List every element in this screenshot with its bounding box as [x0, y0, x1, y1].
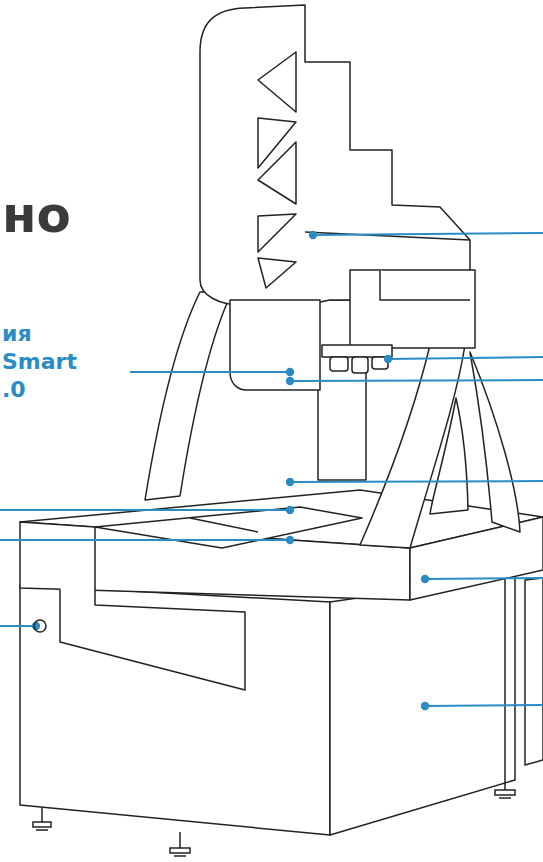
leader-lines-part — [287, 378, 293, 384]
power-button — [34, 620, 46, 632]
machine-head-part — [258, 258, 296, 288]
leader-lines-part — [290, 380, 543, 381]
table-slab-part — [60, 527, 245, 690]
leader-lines-part — [287, 479, 293, 485]
machine-head-part — [350, 270, 475, 348]
caption-fragment: Smart — [2, 350, 77, 374]
power-button-part — [34, 620, 46, 632]
machine-head-part — [322, 345, 392, 357]
machine-head-part — [380, 270, 470, 300]
leader-lines-part — [0, 509, 290, 511]
table-slab-part — [190, 518, 258, 532]
leader-lines-part — [422, 703, 428, 709]
leader-lines — [0, 232, 543, 709]
machine-head-part — [258, 142, 296, 204]
leader-lines-part — [130, 371, 290, 373]
cabinet-part — [504, 578, 506, 783]
leader-lines-part — [313, 233, 543, 235]
leader-lines-part — [310, 232, 316, 238]
leader-lines-part — [388, 357, 543, 359]
table-slab-part — [410, 517, 543, 600]
leader-lines-part — [422, 576, 428, 582]
caption-fragment: ия — [2, 322, 32, 346]
heading-fragment: но — [2, 190, 71, 240]
caption-fragment: .0 — [2, 378, 26, 402]
machine-column-part — [145, 292, 232, 500]
cabinet-part — [525, 578, 543, 765]
machine-feet-part — [170, 832, 190, 856]
leader-lines-part — [0, 625, 36, 627]
machine-head-part — [258, 214, 296, 252]
table-slab — [20, 490, 543, 690]
machine-column-part — [430, 398, 468, 514]
machine-head-part — [230, 300, 320, 390]
leader-lines-part — [425, 705, 543, 706]
leader-lines-part — [287, 369, 293, 375]
leader-lines-part — [385, 356, 391, 362]
table-slab-part — [95, 507, 362, 548]
machine-head-part — [200, 5, 470, 305]
leader-lines-part — [0, 539, 290, 541]
machine-head-part — [258, 52, 296, 112]
leader-lines-part — [425, 578, 543, 579]
machine-column-part — [470, 352, 520, 532]
machine-head — [200, 5, 475, 390]
leader-lines-part — [287, 537, 293, 543]
leader-lines-part — [290, 481, 543, 482]
machine-head-part — [352, 357, 368, 373]
machine-head-part — [330, 357, 348, 371]
leader-lines-part — [287, 507, 293, 513]
